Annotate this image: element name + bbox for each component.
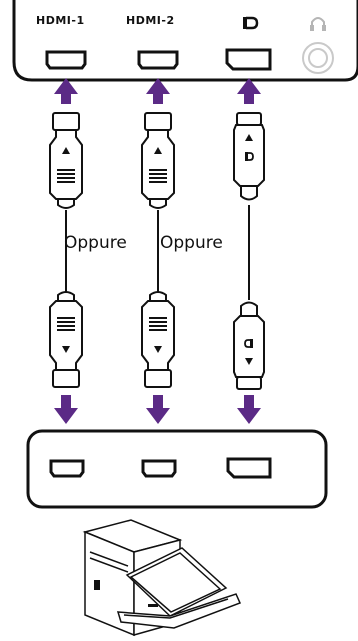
hdmi-2-top-connector xyxy=(141,112,175,209)
hdmi-1-top-connector xyxy=(49,112,83,209)
monitor-back-panel xyxy=(12,0,358,82)
displayport-bottom-connector xyxy=(233,301,265,390)
or-label-1: Oppure xyxy=(64,233,127,253)
displayport-top-connector xyxy=(233,112,265,201)
cable-wires xyxy=(65,205,250,300)
up-arrow-displayport xyxy=(237,78,261,104)
monitor-hdmi-1-port xyxy=(45,50,87,70)
down-arrows xyxy=(54,395,261,424)
down-arrow-hdmi-1 xyxy=(54,395,78,424)
displayport-logo-icon xyxy=(243,16,259,30)
hdmi-1-bottom-connector xyxy=(49,291,83,388)
computer-port-panel xyxy=(26,429,328,509)
port-label-hdmi-1: HDMI-1 xyxy=(36,14,85,27)
or-label-2: Oppure xyxy=(160,233,223,253)
monitor-displayport-port xyxy=(225,48,272,71)
computer-hdmi-port-2 xyxy=(141,459,177,478)
up-arrows xyxy=(54,78,261,104)
computer-hdmi-port-1 xyxy=(49,459,85,478)
down-arrow-displayport xyxy=(237,395,261,424)
up-arrow-hdmi-1 xyxy=(54,78,78,104)
computer-displayport-port xyxy=(226,457,272,479)
desktop-and-laptop-icon xyxy=(82,519,242,637)
hdmi-2-bottom-connector xyxy=(141,291,175,388)
monitor-headphone-jack xyxy=(302,42,334,74)
port-label-hdmi-2: HDMI-2 xyxy=(126,14,175,27)
down-arrow-hdmi-2 xyxy=(146,395,170,424)
monitor-hdmi-2-port xyxy=(137,50,179,70)
headphone-icon xyxy=(310,17,326,31)
up-arrow-hdmi-2 xyxy=(146,78,170,104)
